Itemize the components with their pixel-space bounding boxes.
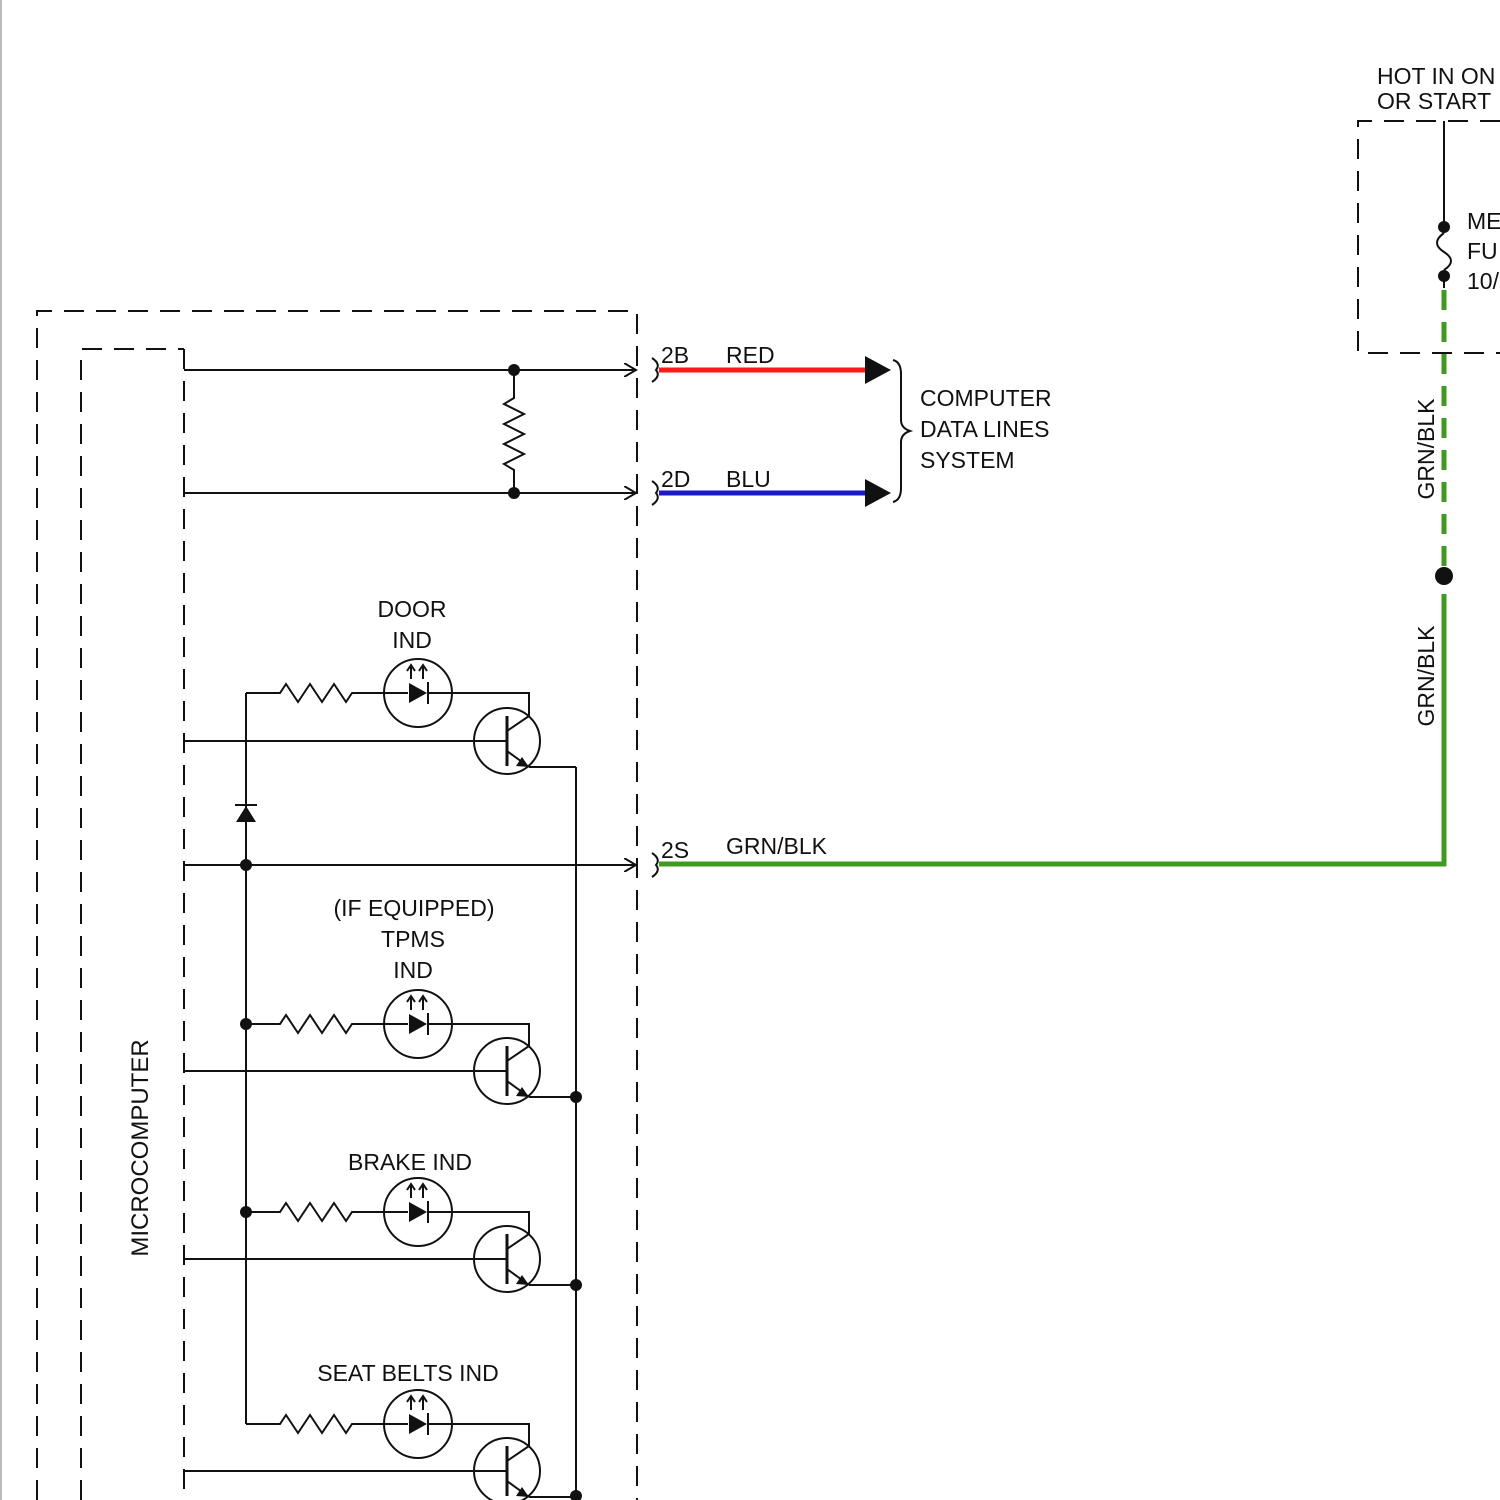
door-indicator-circuit — [184, 659, 576, 774]
fuse-label-line2: FU — [1467, 238, 1498, 264]
microcomputer-boundary — [81, 349, 184, 1500]
tpms-indicator-label-line1: (IF EQUIPPED) — [333, 895, 494, 921]
hot-in-label-line1: HOT IN ON — [1377, 63, 1495, 89]
data-lines-label-line1: COMPUTER — [920, 385, 1052, 411]
pin-label-2s: 2S — [661, 837, 689, 863]
pin-label-2d: 2D — [661, 466, 690, 492]
fuse-label-line1: ME — [1467, 208, 1500, 234]
vertical-wire-label-upper: GRN/BLK — [1413, 398, 1439, 500]
tpms-indicator-label-line2: TPMS — [381, 926, 445, 952]
hot-in-label-line2: OR START — [1377, 88, 1491, 114]
microcomputer-label: MICROCOMPUTER — [127, 1039, 154, 1256]
arrow-icon — [865, 356, 891, 384]
splice-dot — [1435, 567, 1453, 585]
tpms-indicator-circuit — [184, 990, 576, 1104]
data-lines-label-line2: DATA LINES — [920, 416, 1050, 442]
fuse-icon — [1437, 233, 1451, 270]
brace-icon — [893, 360, 910, 502]
data-line-circuit — [184, 364, 636, 499]
vertical-wire-label-lower: GRN/BLK — [1413, 625, 1439, 727]
data-lines-label-line3: SYSTEM — [920, 447, 1015, 473]
pin-label-2b: 2B — [661, 342, 689, 368]
power-distribution-box — [1358, 121, 1500, 353]
seat-belts-indicator-label: SEAT BELTS IND — [317, 1360, 499, 1386]
door-indicator-label-line2: IND — [392, 627, 432, 653]
wire-color-blu: BLU — [726, 466, 771, 492]
connector-bracket-2d — [652, 481, 658, 505]
diode-icon — [235, 805, 257, 822]
connector-bracket-2b — [652, 358, 658, 382]
connector-bracket-2s — [652, 853, 658, 877]
wire-color-red: RED — [726, 342, 775, 368]
brake-indicator-label: BRAKE IND — [348, 1149, 472, 1175]
tpms-indicator-label-line3: IND — [393, 957, 433, 983]
seat-belts-indicator-circuit — [184, 1390, 576, 1500]
wire-color-grn-blk: GRN/BLK — [726, 833, 828, 859]
brake-indicator-circuit — [184, 1178, 576, 1292]
fuse-terminal-top — [1438, 221, 1450, 233]
door-indicator-label-line1: DOOR — [378, 596, 447, 622]
termination-resistor — [504, 370, 524, 493]
arrow-icon — [865, 479, 891, 507]
fuse-label-line3: 10/ — [1467, 268, 1500, 294]
